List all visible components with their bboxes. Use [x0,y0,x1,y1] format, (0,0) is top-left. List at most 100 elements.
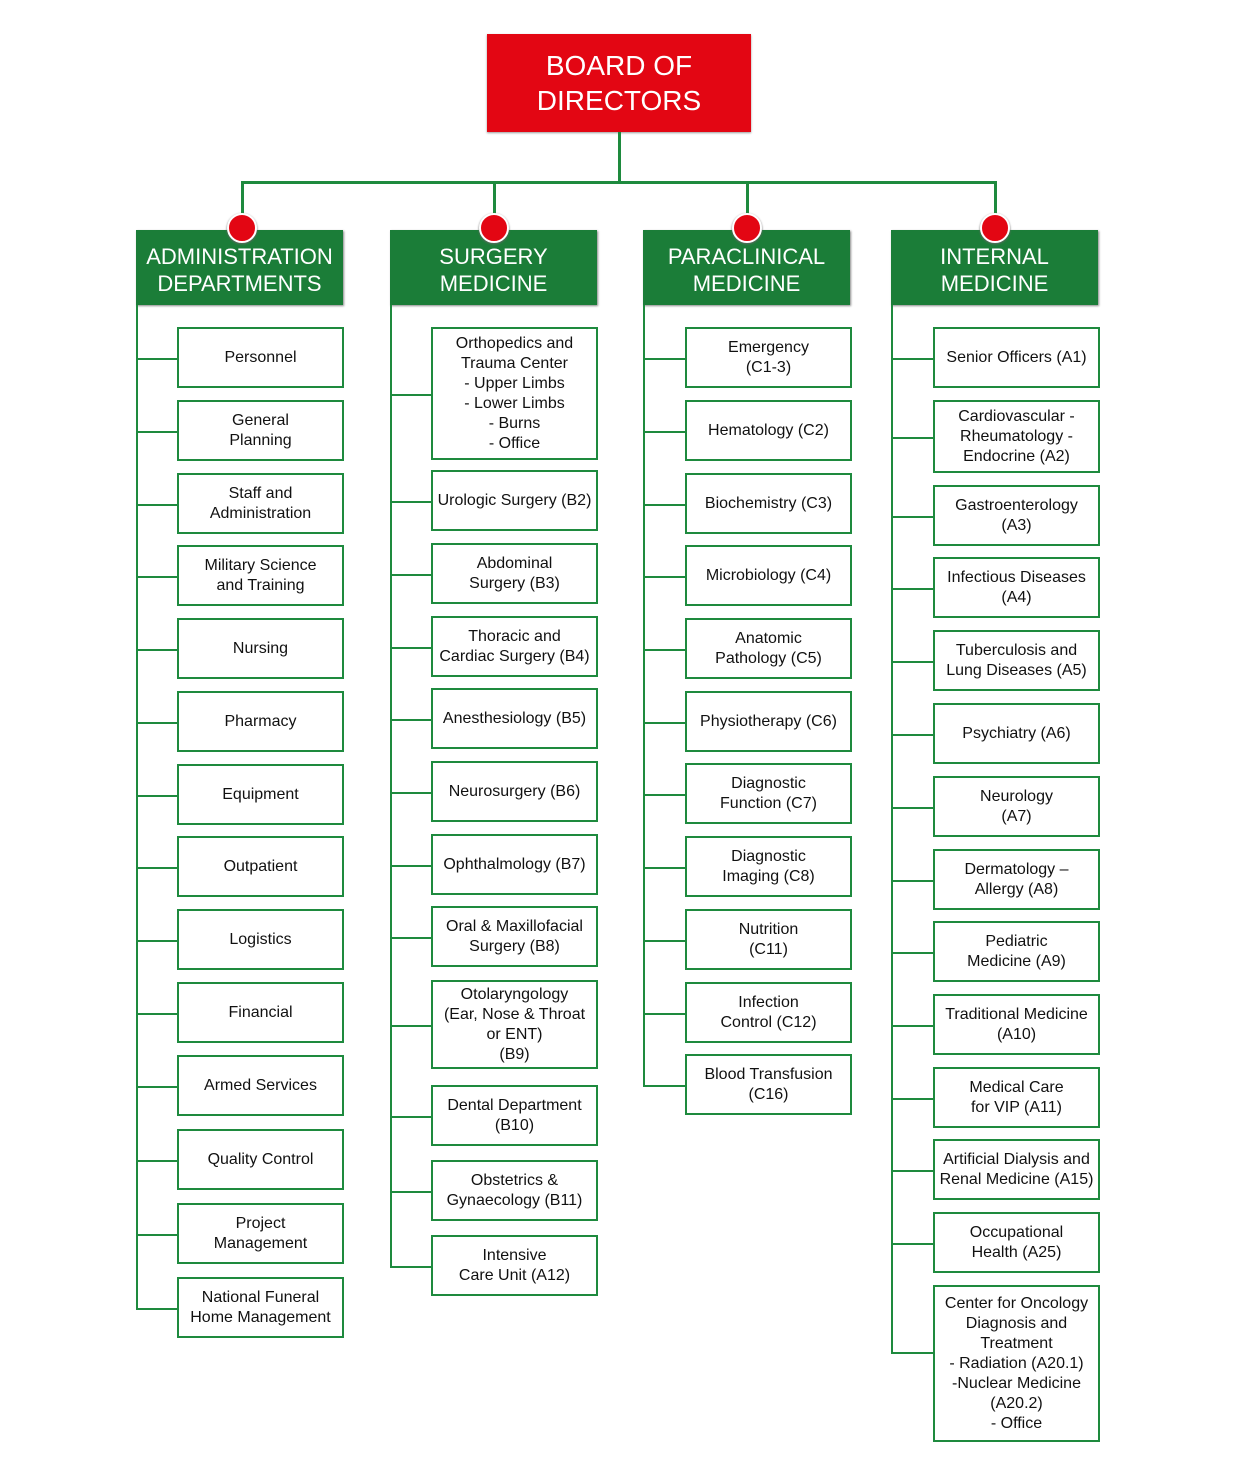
connector-line [891,1352,933,1354]
connector-line [136,1160,177,1162]
internal-department-box: Occupational Health (A25) [933,1212,1100,1273]
connector-line [643,504,685,506]
surgery-department-box: Abdominal Surgery (B3) [431,543,598,604]
paraclinical-department-box: Biochemistry (C3) [685,473,852,534]
administration-department-box: Logistics [177,909,344,970]
internal-department-box: Neurology (A7) [933,776,1100,837]
surgery-department-box: Neurosurgery (B6) [431,761,598,822]
internal-department-box: Artificial Dialysis and Renal Medicine (… [933,1139,1100,1200]
paraclinical-department-box: Diagnostic Imaging (C8) [685,836,852,897]
connector-line [643,649,685,651]
paraclinical-department-box: Diagnostic Function (C7) [685,763,852,824]
administration-department-box: Outpatient [177,836,344,897]
connector-line [643,576,685,578]
connector-line [891,880,933,882]
connector-line [891,807,933,809]
connector-line [390,394,431,396]
connector-line [643,1013,685,1015]
internal-department-box: Medical Care for VIP (A11) [933,1067,1100,1128]
administration-drop-line [241,183,244,230]
internal-node-dot [980,213,1010,243]
connector-line [891,734,933,736]
connector-line [891,358,933,360]
surgery-department-box: Orthopedics and Trauma Center - Upper Li… [431,327,598,460]
connector-line [390,792,431,794]
internal-department-box: Traditional Medicine (A10) [933,994,1100,1055]
connector-line [136,1086,177,1088]
branch-line [241,181,997,184]
internal-department-box: Dermatology – Allergy (A8) [933,849,1100,910]
connector-line [136,795,177,797]
administration-department-box: Financial [177,982,344,1043]
connector-line [136,1308,177,1310]
paraclinical-spine-line [643,305,645,1086]
connector-line [136,940,177,942]
surgery-department-box: Urologic Surgery (B2) [431,470,598,531]
connector-line [891,1170,933,1172]
connector-line [390,719,431,721]
internal-department-box: Center for Oncology Diagnosis and Treatm… [933,1285,1100,1442]
administration-department-box: Personnel [177,327,344,388]
connector-line [643,722,685,724]
connector-line [136,358,177,360]
trunk-line [618,132,621,183]
paraclinical-department-box: Anatomic Pathology (C5) [685,618,852,679]
connector-line [643,940,685,942]
internal-spine-line [891,305,893,1353]
administration-department-box: National Funeral Home Management [177,1277,344,1338]
connector-line [643,867,685,869]
connector-line [891,588,933,590]
connector-line [136,1013,177,1015]
connector-line [390,1116,431,1118]
paraclinical-department-box: Emergency (C1-3) [685,327,852,388]
surgery-department-box: Anesthesiology (B5) [431,688,598,749]
paraclinical-department-box: Microbiology (C4) [685,545,852,606]
administration-spine-line [136,305,138,1309]
surgery-department-box: Otolaryngology (Ear, Nose & Throat or EN… [431,980,598,1069]
paraclinical-drop-line [746,183,749,230]
administration-department-box: Military Science and Training [177,545,344,606]
connector-line [136,504,177,506]
connector-line [643,431,685,433]
connector-line [891,1025,933,1027]
connector-line [136,649,177,651]
connector-line [643,358,685,360]
administration-department-box: Pharmacy [177,691,344,752]
connector-line [390,501,431,503]
connector-line [390,1266,431,1268]
surgery-department-box: Oral & Maxillofacial Surgery (B8) [431,906,598,967]
internal-department-box: Tuberculosis and Lung Diseases (A5) [933,630,1100,691]
connector-line [891,1098,933,1100]
connector-line [390,1191,431,1193]
connector-line [891,437,933,439]
internal-department-box: Infectious Diseases (A4) [933,557,1100,618]
surgery-department-box: Ophthalmology (B7) [431,834,598,895]
connector-line [390,1025,431,1027]
internal-department-box: Senior Officers (A1) [933,327,1100,388]
surgery-department-box: Intensive Care Unit (A12) [431,1235,598,1296]
connector-line [390,865,431,867]
administration-department-box: Quality Control [177,1129,344,1190]
paraclinical-department-box: Infection Control (C12) [685,982,852,1043]
surgery-department-box: Dental Department (B10) [431,1085,598,1146]
board-of-directors-box: BOARD OF DIRECTORS [487,34,751,132]
connector-line [643,1085,685,1087]
connector-line [136,1234,177,1236]
connector-line [136,722,177,724]
connector-line [390,574,431,576]
connector-line [891,952,933,954]
internal-drop-line [994,183,997,230]
internal-department-box: Psychiatry (A6) [933,703,1100,764]
paraclinical-node-dot [732,213,762,243]
connector-line [891,1243,933,1245]
connector-line [891,661,933,663]
paraclinical-department-box: Blood Transfusion (C16) [685,1054,852,1115]
administration-node-dot [227,213,257,243]
internal-department-box: Gastroenterology (A3) [933,485,1100,546]
connector-line [891,516,933,518]
paraclinical-department-box: Nutrition (C11) [685,909,852,970]
administration-department-box: Nursing [177,618,344,679]
connector-line [136,867,177,869]
administration-department-box: Project Management [177,1203,344,1264]
internal-department-box: Cardiovascular - Rheumatology - Endocrin… [933,400,1100,473]
